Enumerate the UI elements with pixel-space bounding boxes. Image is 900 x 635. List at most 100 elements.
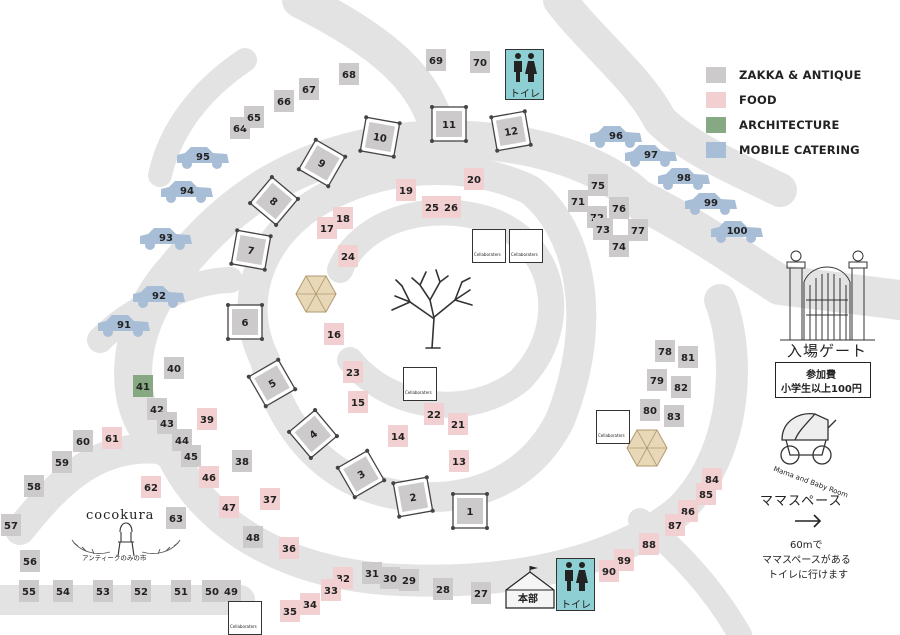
booth-fill xyxy=(449,450,469,472)
booth-corner xyxy=(489,115,494,120)
booth-fill xyxy=(424,403,444,425)
booth-82: 82 xyxy=(671,376,691,398)
booth-fill xyxy=(422,196,442,218)
car-wheel xyxy=(182,159,192,169)
booth-1: 1 xyxy=(451,492,489,530)
booth-corner xyxy=(397,514,402,519)
booth-78: 78 xyxy=(655,340,675,362)
vintage-car-icon xyxy=(625,145,677,161)
booth-fill xyxy=(93,580,113,602)
hexagon-tent-icon xyxy=(295,275,337,313)
booth-75: 75 xyxy=(588,174,608,196)
booth-corner xyxy=(246,374,251,379)
booth-53: 53 xyxy=(93,580,113,602)
booth-fill xyxy=(588,174,608,196)
booth-49: 49 xyxy=(221,580,241,602)
booth-fill xyxy=(343,456,379,492)
car-wheel xyxy=(746,233,756,243)
booth-fill xyxy=(133,375,153,397)
booth-number: 54 xyxy=(56,587,70,598)
booth-number: 53 xyxy=(96,587,110,598)
booth-fill xyxy=(304,145,340,181)
booth-fill xyxy=(655,340,675,362)
booth-number: 37 xyxy=(263,495,277,506)
booth-fill xyxy=(299,78,319,100)
booth-fill xyxy=(202,580,222,602)
booth-number: 68 xyxy=(342,70,356,81)
booth-fill xyxy=(426,49,446,71)
mama-note-2: ママスペースがある xyxy=(762,555,851,566)
booth-80: 80 xyxy=(640,399,660,421)
booth-19: 19 xyxy=(396,179,416,201)
booth-corner xyxy=(397,121,402,126)
booth-fill xyxy=(441,196,461,218)
booth-69: 69 xyxy=(426,49,446,71)
booth-15: 15 xyxy=(348,391,368,413)
booth-fill xyxy=(274,90,294,112)
car-wheel xyxy=(212,159,222,169)
toilet-icon xyxy=(514,53,537,82)
booth-62: 62 xyxy=(141,476,161,498)
booth-fill xyxy=(380,567,400,589)
booth-number: 60 xyxy=(76,437,90,448)
booth-number: 87 xyxy=(668,521,682,532)
vintage-car-icon xyxy=(177,147,229,163)
cocokura-subtitle: アンティークのみの市 xyxy=(82,554,147,562)
car-wheel xyxy=(166,193,176,203)
legend-label: ARCHITECTURE xyxy=(739,117,840,132)
booth-94: 94 xyxy=(161,181,213,203)
vintage-car-icon xyxy=(590,126,642,142)
booth-26: 26 xyxy=(441,196,461,218)
booth-corner xyxy=(391,154,396,159)
booth-92: 92 xyxy=(133,286,185,308)
toilet-icon xyxy=(565,562,588,591)
car-wheel xyxy=(145,240,155,250)
booth-corner xyxy=(269,175,274,180)
booth-number: 76 xyxy=(612,204,626,215)
booth-fill xyxy=(19,580,39,602)
booth-number: 1 xyxy=(467,507,474,518)
booth-fill xyxy=(568,190,588,212)
booth-number: 94 xyxy=(180,186,194,197)
booth-fill xyxy=(464,168,484,190)
cellaboraters-label: Cellaboraters xyxy=(405,390,432,395)
booth-83: 83 xyxy=(664,405,684,427)
vintage-car-icon xyxy=(685,193,737,209)
car-wheel xyxy=(595,138,605,148)
car-wheel xyxy=(196,193,206,203)
booth-number: 83 xyxy=(667,412,681,423)
booth-56: 56 xyxy=(20,550,40,572)
tree-icon xyxy=(391,269,473,349)
booth-fill xyxy=(317,217,337,239)
booth-65: 65 xyxy=(244,106,264,128)
booth-number: 43 xyxy=(160,419,174,430)
booth-number: 48 xyxy=(246,533,260,544)
car-wheel xyxy=(716,233,726,243)
booth-fill xyxy=(495,115,527,147)
tent-icon xyxy=(505,566,555,609)
booth-fill xyxy=(609,197,629,219)
booth-number: 57 xyxy=(4,521,18,532)
car-wheel xyxy=(175,240,185,250)
booth-fill xyxy=(199,466,219,488)
booth-66: 66 xyxy=(274,90,294,112)
booth-number: 45 xyxy=(184,452,198,463)
booth-fill xyxy=(665,514,685,536)
booth-number: 50 xyxy=(205,587,219,598)
cellaboraters-logo: Cellaboraters xyxy=(472,229,506,263)
booth-9: 9 xyxy=(296,137,348,189)
booth-corner xyxy=(364,115,369,120)
booth-corner xyxy=(382,478,387,483)
booth-100: 100 xyxy=(711,221,763,243)
booth-number: 92 xyxy=(152,291,166,302)
booth-13: 13 xyxy=(449,450,469,472)
booth-fill xyxy=(197,408,217,430)
booth-87: 87 xyxy=(665,514,685,536)
booth-number: 55 xyxy=(22,587,36,598)
booth-fill xyxy=(338,245,358,267)
booth-number: 31 xyxy=(365,569,379,580)
booth-number: 15 xyxy=(351,398,365,409)
laurel-icon xyxy=(71,539,181,555)
booth-4: 4 xyxy=(287,408,339,460)
